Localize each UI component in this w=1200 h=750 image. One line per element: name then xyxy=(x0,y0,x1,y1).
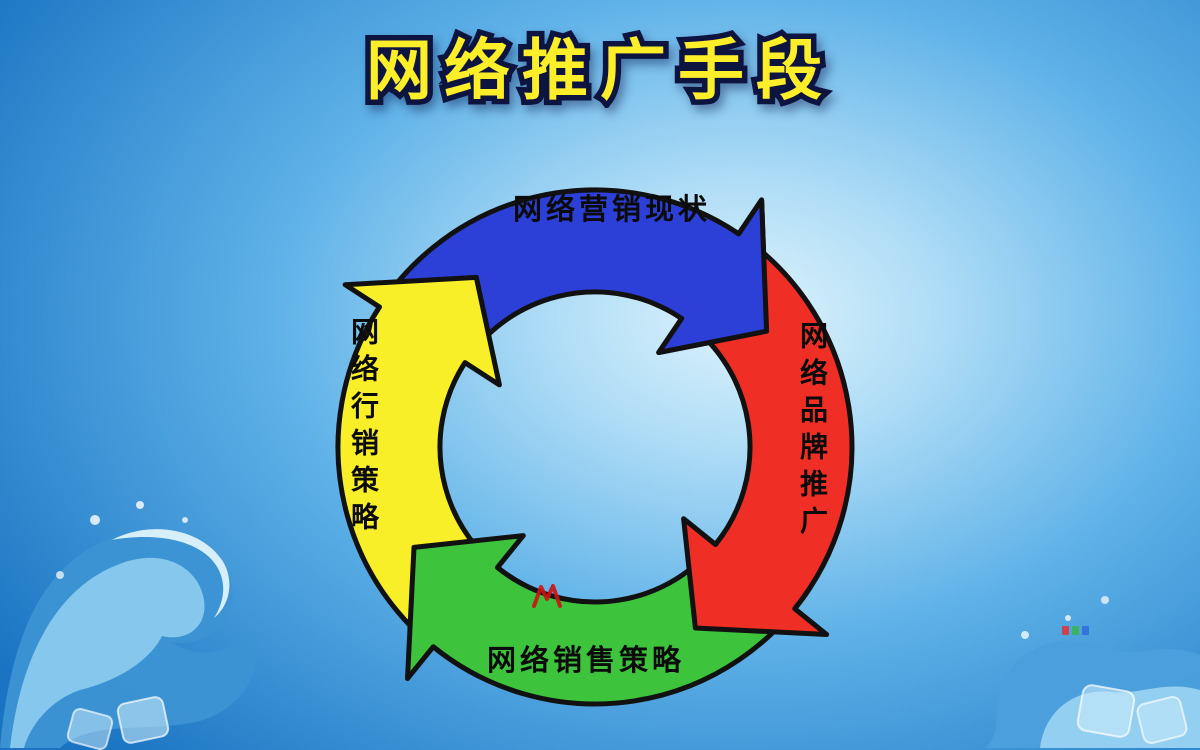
photo-watermark-icon xyxy=(1062,626,1089,635)
node-label-brand-promotion: 网络品牌推广 xyxy=(797,321,828,543)
arrow-top-head xyxy=(652,193,770,355)
node-label-marketing-status: 网络营销现状 xyxy=(512,194,712,226)
water-splash-right xyxy=(985,596,1200,748)
poster-title: 网络推广手段 网络推广手段 xyxy=(0,28,1200,114)
node-label-marketing-strategy: 网络行销策略 xyxy=(348,317,379,539)
node-label-sales-strategy: 网络销售策略 xyxy=(486,645,686,677)
water-splash-left xyxy=(0,501,258,750)
watermark-logo-icon xyxy=(532,584,562,613)
poster-title-outline: 网络推广手段 xyxy=(361,28,834,113)
poster-title-text: 网络推广手段 xyxy=(366,33,834,107)
